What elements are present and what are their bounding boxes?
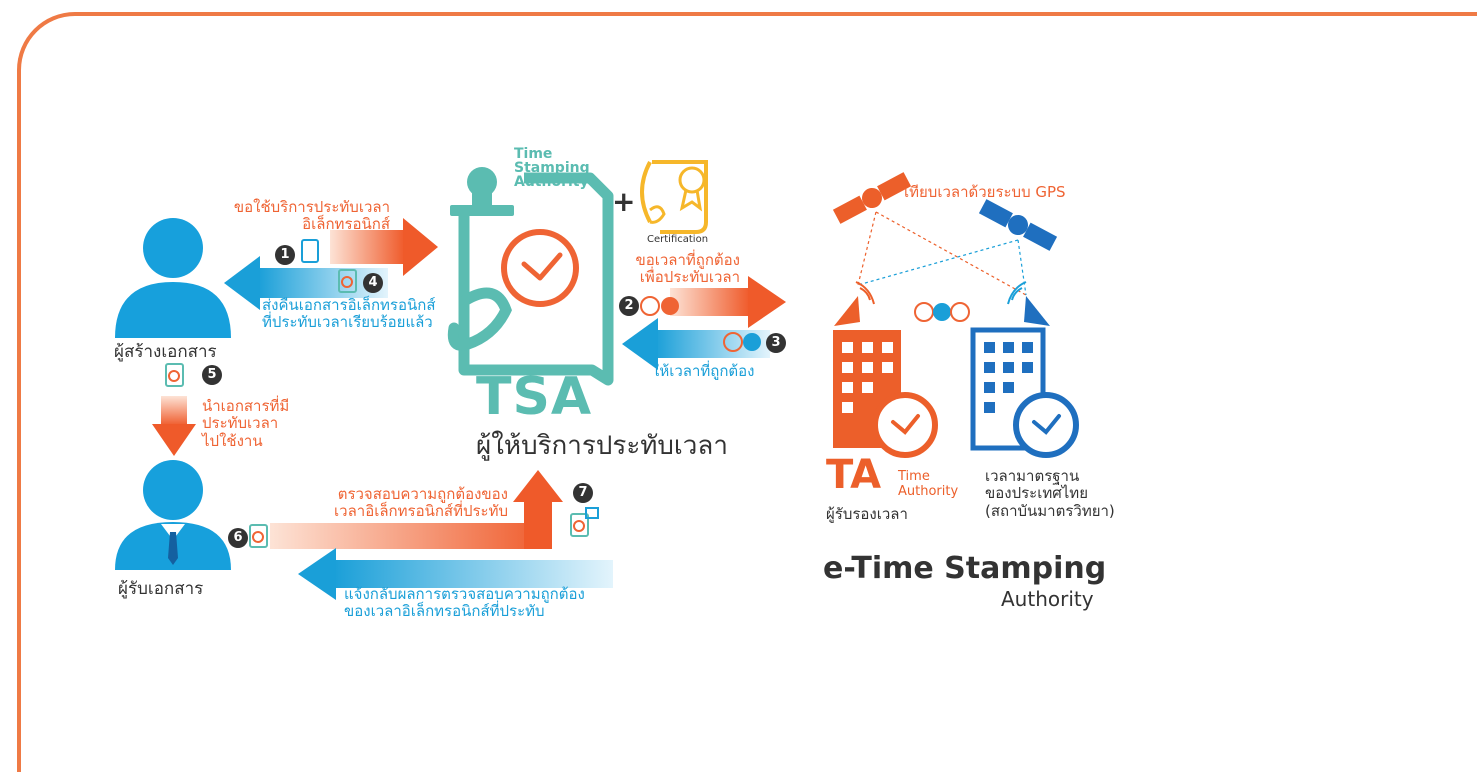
- building-icon: [970, 327, 1079, 458]
- arrow-verify-result: [298, 548, 613, 600]
- step-number: 6: [228, 528, 248, 548]
- step-number: 1: [275, 245, 295, 265]
- footer-title: e-Time Stamping: [823, 551, 1107, 586]
- tsa-abbr: TSA: [476, 367, 593, 427]
- clock-icon: [501, 229, 579, 307]
- tsa-authority-text: Time Stamping Authority: [514, 146, 590, 190]
- certificate-icon: [640, 160, 708, 234]
- stamped-document-icon: [165, 269, 599, 548]
- step-1-label: ขอใช้บริการประทับเวลา อิเล็กทรอนิกส์: [233, 198, 390, 234]
- step-4-label: ส่งคืนเอกสารอิเล็กทรอนิกส์ ที่ประทับเวลา…: [262, 296, 436, 332]
- step-7-label: แจ้งกลับผลการตรวจสอบความถูกต้อง ของเวลาอ…: [344, 585, 585, 621]
- tsa-thai-name: ผู้ให้บริการประทับเวลา: [476, 431, 728, 461]
- arrow-return-document: [224, 256, 388, 310]
- step-2-label: ขอเวลาที่ถูกต้อง เพื่อประทับเวลา: [635, 251, 740, 287]
- question-icon: [661, 297, 679, 315]
- ta-abbr: TA: [826, 452, 882, 498]
- satellite-icon: [832, 172, 1058, 251]
- receiver-label: ผู้รับเอกสาร: [118, 579, 204, 599]
- document-icon: [301, 239, 319, 263]
- person-icon: [115, 218, 231, 338]
- step-number: 3: [766, 333, 786, 353]
- certification-label: Certification: [647, 234, 709, 245]
- arrow-request-time: [670, 276, 786, 328]
- building-icon: [833, 330, 938, 458]
- gps-label: เทียบเวลาด้วยระบบ GPS: [904, 183, 1066, 201]
- time-stamp-icon: [447, 167, 614, 386]
- step-number: 2: [619, 296, 639, 316]
- businessman-icon: [115, 460, 231, 570]
- creator-label: ผู้สร้างเอกสาร: [114, 342, 217, 362]
- gps-links: [857, 211, 1027, 296]
- ta-full-name: Time Authority: [898, 469, 959, 499]
- step-number: 4: [363, 273, 383, 293]
- nimt-label: เวลามาตรฐาน ของประเทศไทย (สถาบันมาตรวิทย…: [985, 467, 1115, 520]
- antenna-icon: [834, 281, 1050, 326]
- footer-subtitle: Authority: [1001, 587, 1094, 611]
- step-6-label: ตรวจสอบความถูกต้องของ เวลาอิเล็กทรอนิกส์…: [334, 485, 508, 521]
- step-3-label: ให้เวลาที่ถูกต้อง: [652, 362, 755, 380]
- plus-sign: +: [612, 185, 636, 218]
- ta-thai-label: ผู้รับรองเวลา: [826, 505, 908, 523]
- step-number: 5: [202, 365, 222, 385]
- check-icon: [640, 296, 970, 352]
- diagram-frame: [17, 12, 1477, 772]
- step-5-label: นำเอกสารที่มี ประทับเวลา ไปใช้งาน: [202, 397, 290, 450]
- step-number: 7: [573, 483, 593, 503]
- arrow-use-document: [152, 396, 196, 456]
- arrow-request-stamp: [330, 218, 438, 276]
- arrow-verify: [270, 470, 563, 549]
